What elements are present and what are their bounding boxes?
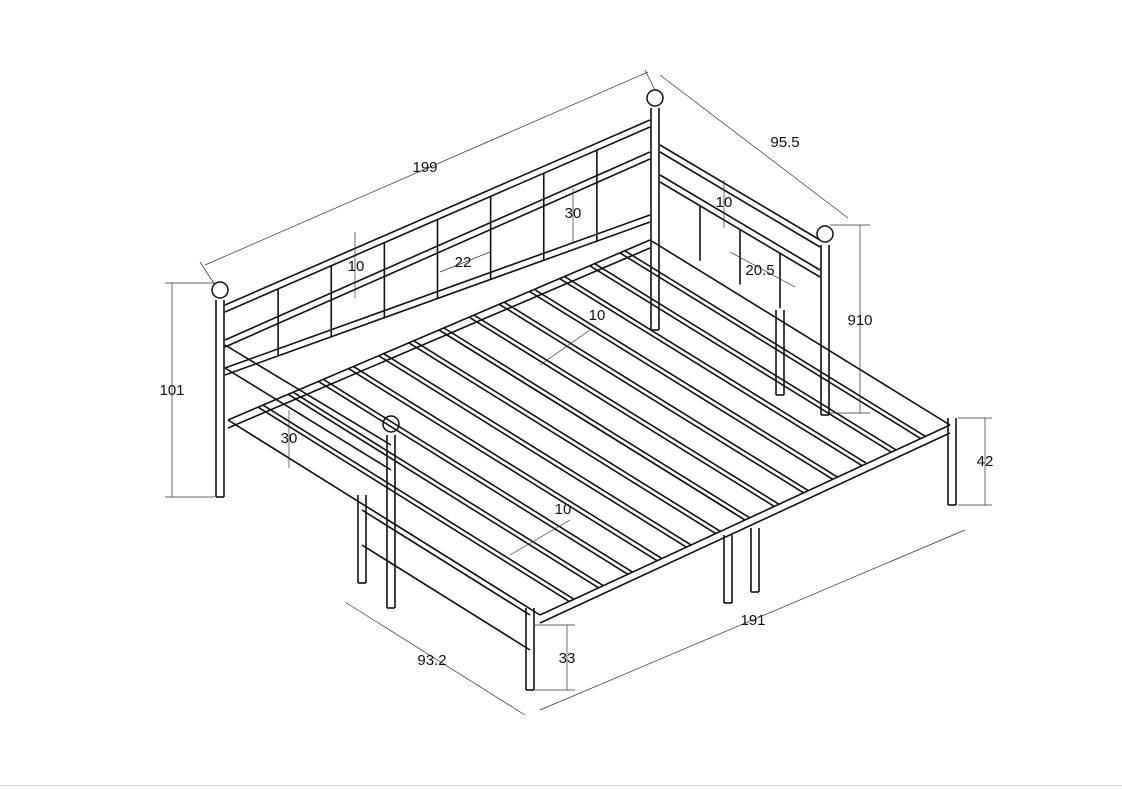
dim-back-panel-height: 30 bbox=[565, 205, 582, 222]
dim-post-height-right: 910 bbox=[847, 312, 872, 329]
frame-back bbox=[227, 247, 651, 429]
side-rail bbox=[659, 174, 821, 271]
dim-back-rail-gap: 10 bbox=[348, 258, 365, 275]
slat bbox=[468, 316, 775, 508]
extension-line bbox=[644, 69, 656, 91]
dimension-line bbox=[659, 74, 849, 219]
dim-post-height-left: 101 bbox=[159, 382, 184, 399]
trundle-rail bbox=[361, 544, 531, 651]
dim-trundle-height: 33 bbox=[559, 650, 576, 667]
divider bbox=[0, 785, 1122, 786]
dim-front-panel-height: 30 bbox=[281, 430, 298, 447]
slat bbox=[443, 327, 751, 519]
slat bbox=[473, 314, 780, 506]
slat bbox=[564, 275, 868, 465]
slat bbox=[262, 404, 575, 601]
dimension-line bbox=[509, 519, 571, 556]
slat bbox=[353, 365, 663, 560]
dim-trundle-depth: 93.2 bbox=[417, 652, 446, 669]
slat bbox=[378, 355, 687, 548]
dim-trundle-length: 191 bbox=[740, 612, 765, 629]
dimension-line bbox=[344, 601, 526, 716]
dim-slat-gap-lower: 10 bbox=[555, 501, 572, 518]
side-rail bbox=[659, 151, 821, 248]
dimension-lines bbox=[165, 69, 992, 716]
dim-side-rail-gap: 10 bbox=[716, 194, 733, 211]
slat bbox=[408, 342, 717, 535]
side-rail bbox=[659, 144, 821, 241]
slat bbox=[624, 250, 927, 438]
extension-line bbox=[199, 261, 216, 286]
dim-overall-length: 199 bbox=[412, 159, 437, 176]
slat bbox=[503, 301, 809, 492]
slat bbox=[257, 406, 570, 603]
slat bbox=[383, 353, 692, 546]
dim-slat-gap-upper: 10 bbox=[589, 307, 606, 324]
slat bbox=[498, 303, 804, 494]
knob-front-left bbox=[382, 415, 400, 433]
slat bbox=[292, 391, 604, 587]
trundle-rail bbox=[361, 509, 531, 616]
slat bbox=[413, 340, 722, 533]
front-side-rail bbox=[224, 344, 392, 446]
dim-back-upright-spacing: 22 bbox=[455, 254, 472, 271]
frame-right bbox=[649, 239, 951, 426]
dimension-line bbox=[539, 329, 591, 366]
dim-side-upright-spacing: 20.5 bbox=[745, 262, 774, 279]
slat bbox=[559, 277, 863, 467]
slat bbox=[534, 288, 839, 478]
slat bbox=[594, 263, 897, 451]
knob-back-right bbox=[646, 89, 664, 107]
knob-back-left bbox=[211, 281, 229, 299]
bed-frame-lines bbox=[211, 89, 957, 691]
dim-deck-height: 42 bbox=[977, 453, 994, 470]
frame-left bbox=[227, 419, 541, 616]
dimension-line bbox=[439, 251, 491, 273]
dimension-line bbox=[729, 251, 796, 288]
dim-overall-depth: 95.5 bbox=[770, 134, 799, 151]
front-side-rail bbox=[224, 367, 392, 471]
knob-right bbox=[816, 225, 834, 243]
slat bbox=[323, 378, 634, 573]
back-rail bbox=[224, 119, 651, 306]
slat bbox=[589, 265, 892, 453]
slat bbox=[529, 290, 834, 480]
slat bbox=[619, 252, 922, 440]
slat bbox=[318, 380, 629, 575]
frame-front bbox=[539, 432, 951, 624]
slat bbox=[438, 329, 746, 521]
dimension-line bbox=[204, 71, 649, 266]
dimension-line bbox=[539, 529, 966, 711]
dimension-labels: 199 95.5 10 30 22 10 20.5 910 10 101 30 … bbox=[159, 134, 993, 669]
slat bbox=[348, 367, 658, 562]
slat bbox=[287, 393, 599, 589]
